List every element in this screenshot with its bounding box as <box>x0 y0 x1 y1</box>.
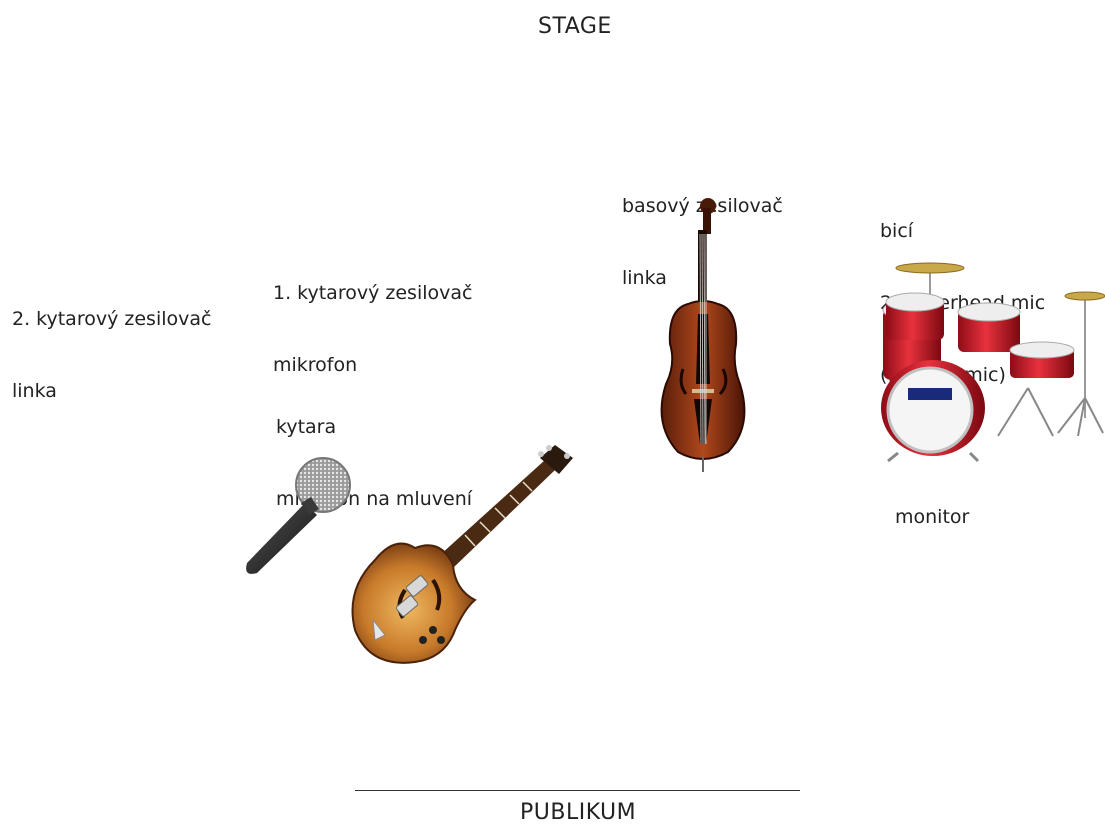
stage-title: STAGE <box>538 14 612 39</box>
guitar-voice-line1: kytara <box>276 416 337 438</box>
guitar-amp-1-line2: mikrofon <box>273 354 358 376</box>
microphone-icon <box>235 455 355 575</box>
guitar-amp-1-label: 1. kytarový zesilovač mikrofon <box>273 233 472 401</box>
guitar-amp-2-line2: linka <box>12 380 57 402</box>
guitar-amp-2-label: 2. kytarový zesilovač linka <box>12 259 211 427</box>
drums-line1: bicí <box>880 220 914 242</box>
bass-amp-line2: linka <box>622 267 667 289</box>
monitor-label: monitor <box>895 506 970 528</box>
bass-amp-label: basový zesilovač linka <box>622 146 783 314</box>
electric-guitar-icon <box>345 440 575 670</box>
drum-kit-icon <box>878 258 1105 463</box>
double-bass-icon <box>648 194 758 474</box>
bass-amp-line1: basový zesilovač <box>622 195 783 217</box>
audience-title: PUBLIKUM <box>520 800 637 825</box>
audience-divider <box>355 790 800 791</box>
guitar-amp-1-line1: 1. kytarový zesilovač <box>273 282 473 304</box>
guitar-amp-2-line1: 2. kytarový zesilovač <box>12 308 212 330</box>
